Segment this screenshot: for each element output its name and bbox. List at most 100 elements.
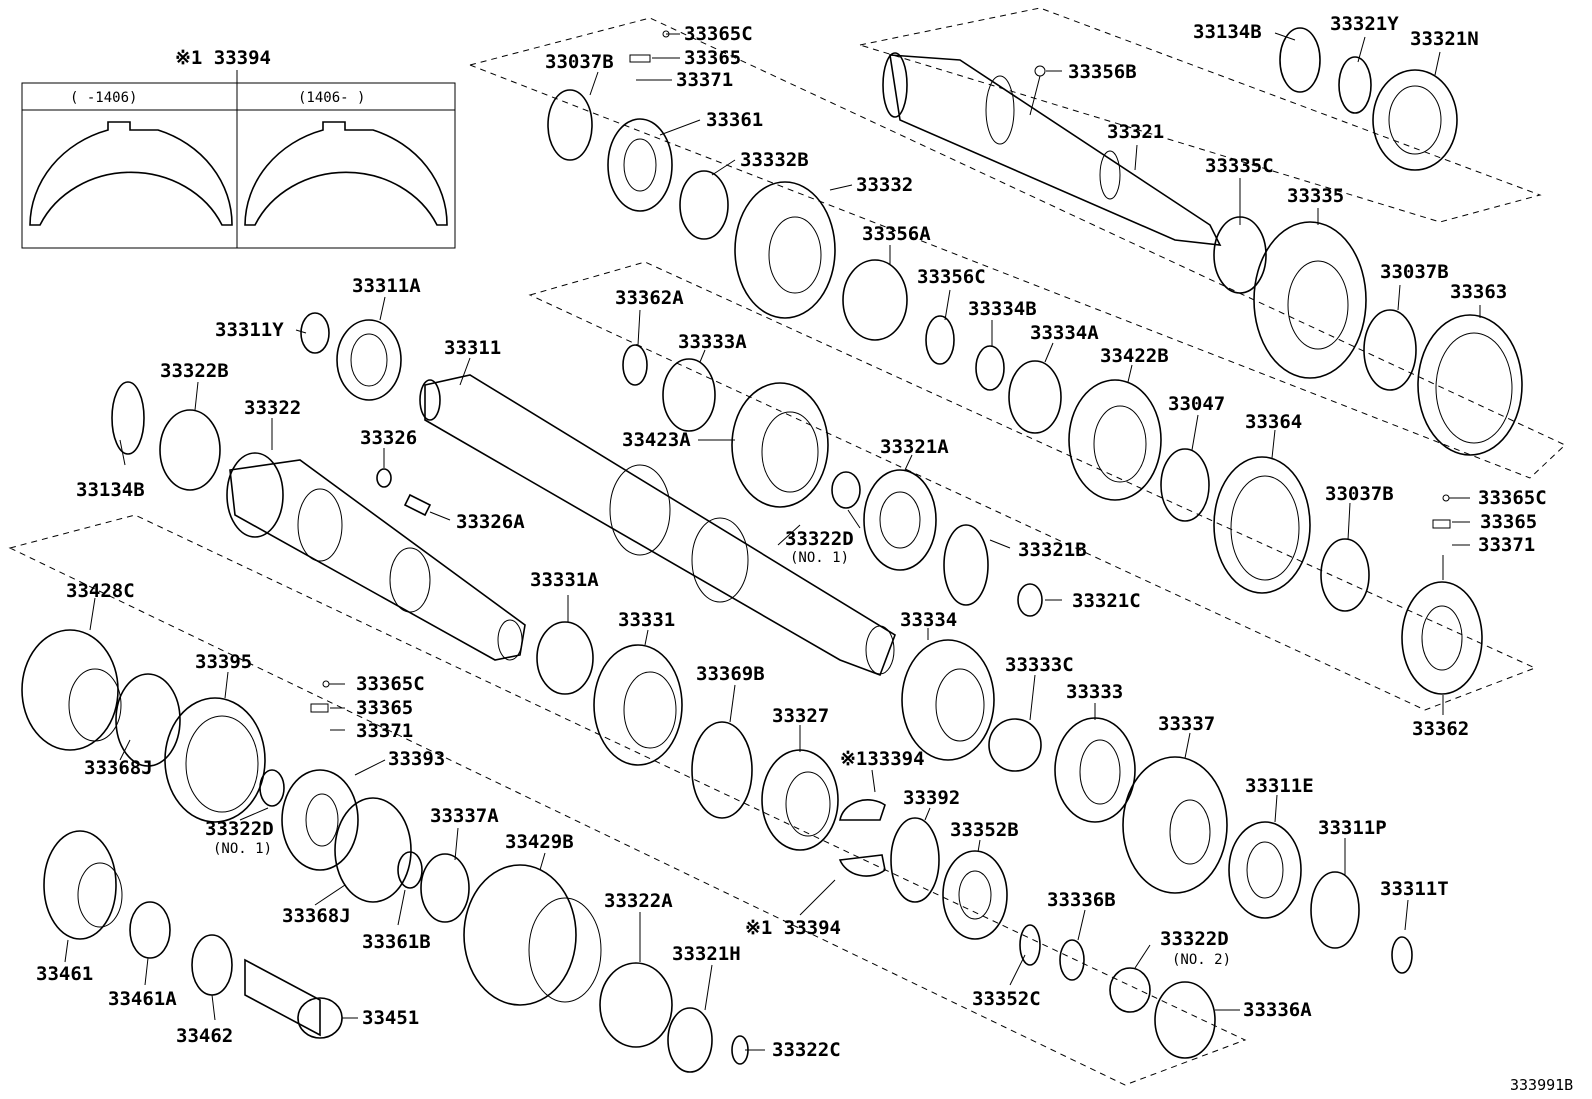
label-33311Y: 33311Y <box>215 319 284 341</box>
label-33428C: 33428C <box>66 580 135 602</box>
sublabel-no2: (NO. 2) <box>1172 952 1231 968</box>
label-33423A: 33423A <box>622 429 691 451</box>
label-33331: 33331 <box>618 609 675 631</box>
label-33365-right: 33365 <box>1480 511 1537 533</box>
label-33364: 33364 <box>1245 411 1302 433</box>
input-shaft-33311 <box>419 374 896 677</box>
label-33369B: 33369B <box>696 663 765 685</box>
label-33337A: 33337A <box>430 805 499 827</box>
sublabel-no1-upper: (NO. 1) <box>790 550 849 566</box>
countershaft-33322 <box>226 452 526 661</box>
label-33356B: 33356B <box>1068 61 1137 83</box>
label-33134B-left: 33134B <box>76 479 145 501</box>
label-33321Y: 33321Y <box>1330 13 1399 35</box>
label-33365-top: 33365 <box>684 47 741 69</box>
label-33395: 33395 <box>195 651 252 673</box>
parts-upper-row <box>547 27 1523 456</box>
label-33321: 33321 <box>1107 121 1164 143</box>
leader-lines <box>64 32 1481 1051</box>
label-33365C-right: 33365C <box>1478 487 1547 509</box>
label-33451: 33451 <box>362 1007 419 1029</box>
label-33394-lower: ※1 33394 <box>745 917 841 939</box>
sublabel-no1-lower: (NO. 1) <box>213 841 272 857</box>
label-33326: 33326 <box>360 427 417 449</box>
label-33322D-no2: 33322D <box>1160 928 1229 950</box>
label-33352B: 33352B <box>950 819 1019 841</box>
label-33368J-left: 33368J <box>84 757 153 779</box>
label-33334: 33334 <box>900 609 957 631</box>
inset-part-number: ※1 33394 <box>175 47 271 69</box>
label-33322A: 33322A <box>604 890 673 912</box>
label-33322C: 33322C <box>772 1039 841 1061</box>
label-33462: 33462 <box>176 1025 233 1047</box>
label-33335: 33335 <box>1287 185 1344 207</box>
label-33321A: 33321A <box>880 436 949 458</box>
label-33336A: 33336A <box>1243 999 1312 1021</box>
label-33365-lower: 33365 <box>356 697 413 719</box>
label-33322B: 33322B <box>160 360 229 382</box>
label-33394-upper: ※133394 <box>840 748 925 770</box>
label-33363: 33363 <box>1450 281 1507 303</box>
label-33326A: 33326A <box>456 511 525 533</box>
label-33322D-no1-upper: 33322D <box>785 528 854 550</box>
label-33333A: 33333A <box>678 331 747 353</box>
label-33362A: 33362A <box>615 287 684 309</box>
label-33461A: 33461A <box>108 988 177 1010</box>
inset-box <box>21 70 456 249</box>
label-33356C: 33356C <box>917 266 986 288</box>
label-33321H: 33321H <box>672 943 741 965</box>
label-33371-top: 33371 <box>676 69 733 91</box>
label-33037B-right: 33037B <box>1380 261 1449 283</box>
label-33365C-lower: 33365C <box>356 673 425 695</box>
label-33333: 33333 <box>1066 681 1123 703</box>
label-33322D-no1-lower: 33322D <box>205 818 274 840</box>
label-33333C: 33333C <box>1005 654 1074 676</box>
parts-middle-row <box>111 312 1483 695</box>
small-symbols <box>310 30 1451 713</box>
label-33422B: 33422B <box>1100 345 1169 367</box>
assembly-boundaries <box>8 7 1566 1086</box>
label-33321N: 33321N <box>1410 28 1479 50</box>
parts-lower-row <box>21 621 1413 1073</box>
inset-right-range: (1406- ) <box>298 90 365 106</box>
diagram-reference-code: 333991B <box>1510 1076 1573 1094</box>
label-33365C-top: 33365C <box>684 23 753 45</box>
label-33331A: 33331A <box>530 569 599 591</box>
inset-left-range: ( -1406) <box>70 90 137 106</box>
label-33352C: 33352C <box>972 988 1041 1010</box>
label-33134B-top: 33134B <box>1193 21 1262 43</box>
output-shaft-33321 <box>882 52 1222 246</box>
label-33322: 33322 <box>244 397 301 419</box>
label-33321B: 33321B <box>1018 539 1087 561</box>
label-33337: 33337 <box>1158 713 1215 735</box>
label-33361: 33361 <box>706 109 763 131</box>
label-33047: 33047 <box>1168 393 1225 415</box>
label-33311A: 33311A <box>352 275 421 297</box>
label-33336B: 33336B <box>1047 889 1116 911</box>
label-33311E: 33311E <box>1245 775 1314 797</box>
label-33429B: 33429B <box>505 831 574 853</box>
label-33327: 33327 <box>772 705 829 727</box>
label-33371-right: 33371 <box>1478 534 1535 556</box>
label-33311T: 33311T <box>1380 878 1449 900</box>
label-33037B-top: 33037B <box>545 51 614 73</box>
label-33037B-mid: 33037B <box>1325 483 1394 505</box>
label-33332B: 33332B <box>740 149 809 171</box>
label-33311P: 33311P <box>1318 817 1387 839</box>
label-33334B: 33334B <box>968 298 1037 320</box>
label-33334A: 33334A <box>1030 322 1099 344</box>
label-33311: 33311 <box>444 337 501 359</box>
label-33368J-lower: 33368J <box>282 905 351 927</box>
label-33332: 33332 <box>856 174 913 196</box>
label-33356A: 33356A <box>862 223 931 245</box>
label-33335C: 33335C <box>1205 155 1274 177</box>
label-33393: 33393 <box>388 748 445 770</box>
label-33392: 33392 <box>903 787 960 809</box>
label-33361B: 33361B <box>362 931 431 953</box>
label-33461: 33461 <box>36 963 93 985</box>
label-33321C: 33321C <box>1072 590 1141 612</box>
label-33371-lower: 33371 <box>356 720 413 742</box>
label-33362: 33362 <box>1412 718 1469 740</box>
